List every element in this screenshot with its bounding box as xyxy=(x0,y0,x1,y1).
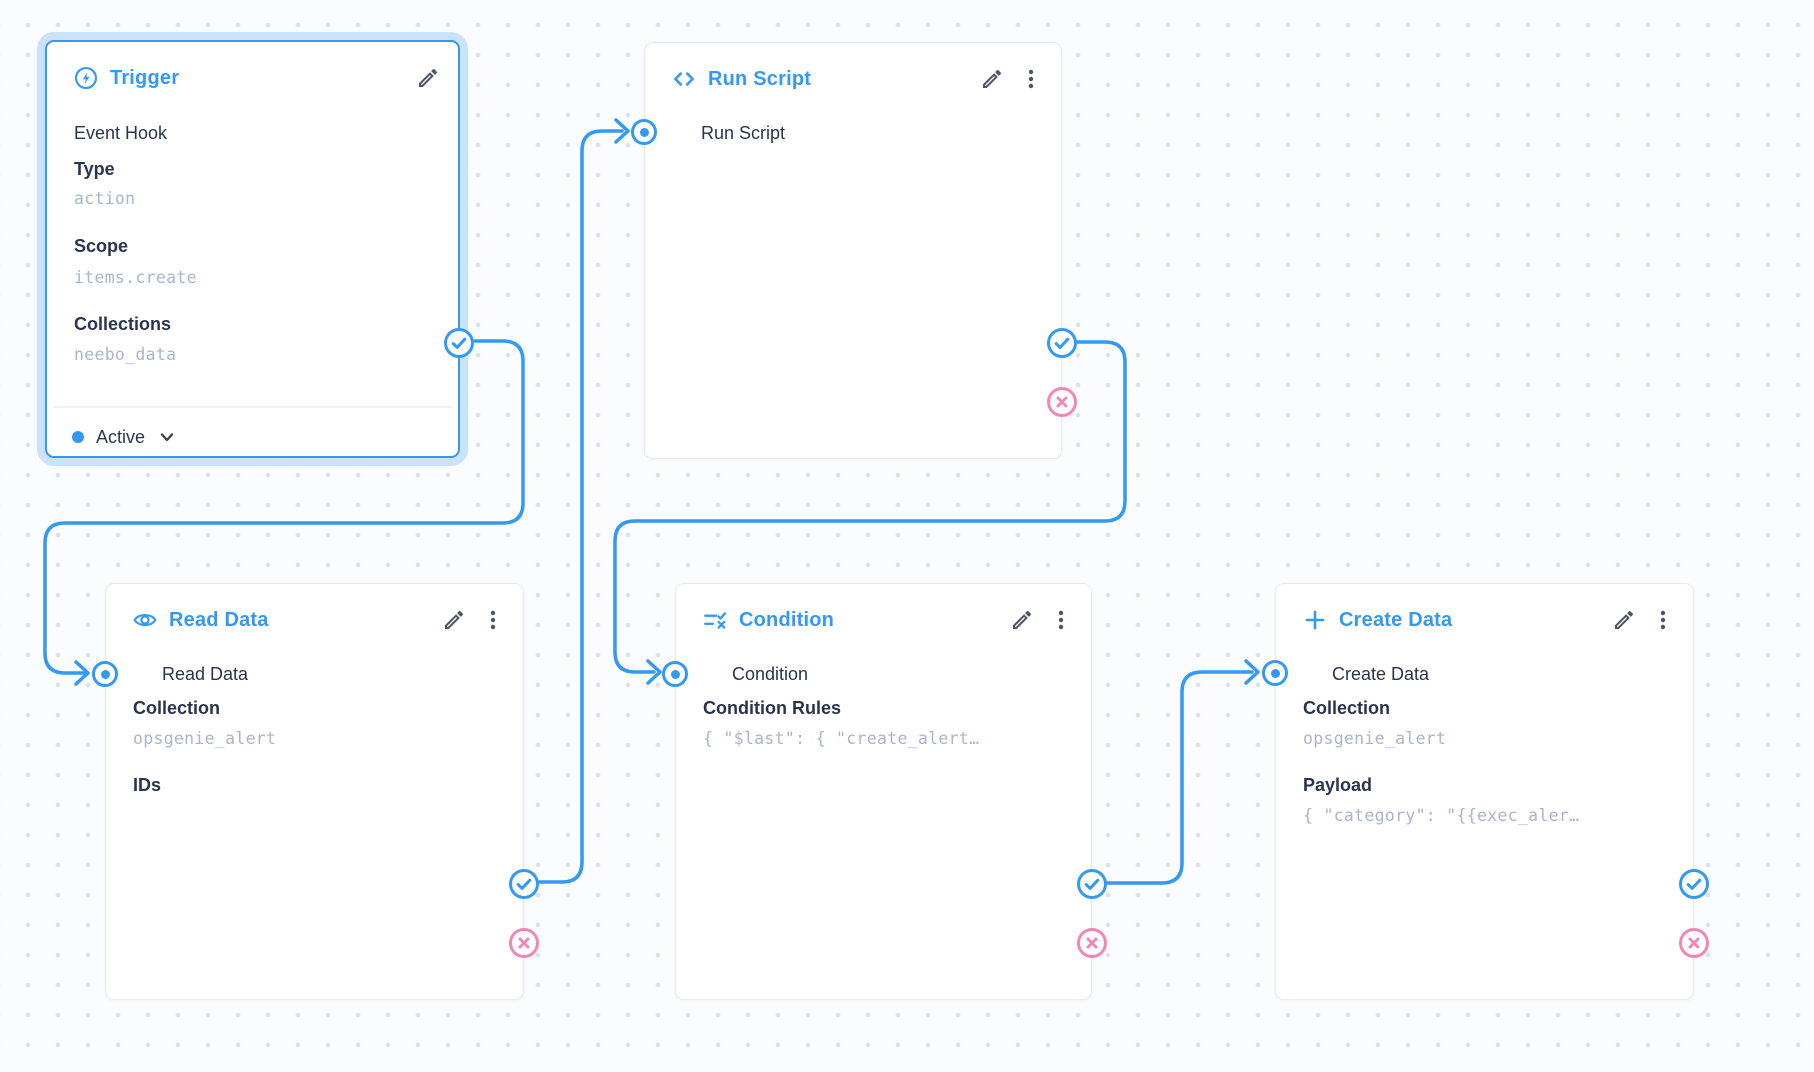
field-label-collections: Collections xyxy=(74,314,172,334)
kebab-menu-icon xyxy=(1058,610,1064,630)
x-icon xyxy=(518,937,530,949)
status-toggle[interactable]: Active xyxy=(72,425,177,449)
operation-label: Read Data xyxy=(162,664,249,684)
field-label-type: Type xyxy=(74,159,115,179)
condition-reject-port[interactable] xyxy=(1077,928,1107,958)
pencil-icon xyxy=(445,611,464,629)
node-create-data[interactable]: Create Data Create Data Collection opsge… xyxy=(1262,583,1709,1000)
field-value-payload: { "category": "{{exec_aler… xyxy=(1303,806,1580,825)
status-dot-icon xyxy=(72,431,84,443)
node-title: Condition xyxy=(739,609,835,631)
field-label-ids: IDs xyxy=(133,775,162,795)
wire-run-script-to-condition-arrow xyxy=(646,659,662,685)
trigger-resolve-port[interactable] xyxy=(444,328,474,358)
node-title: Create Data xyxy=(1339,609,1453,631)
more-options-button[interactable] xyxy=(1047,606,1075,634)
read-data-resolve-port[interactable] xyxy=(509,869,539,899)
check-icon xyxy=(1084,878,1100,890)
field-value-collection: opsgenie_alert xyxy=(1303,729,1447,748)
create-data-reject-port[interactable] xyxy=(1679,928,1709,958)
bolt-circle-icon xyxy=(73,65,99,91)
field-label-scope: Scope xyxy=(74,236,129,256)
wire-trigger-to-read-data-arrow xyxy=(74,660,90,686)
node-title: Read Data xyxy=(169,609,269,631)
kebab-menu-icon xyxy=(1028,69,1034,89)
edit-button[interactable] xyxy=(1610,606,1638,634)
pencil-icon xyxy=(983,70,1002,88)
kebab-menu-icon xyxy=(490,610,496,630)
check-icon xyxy=(1054,337,1070,349)
run-script-resolve-port[interactable] xyxy=(1047,328,1077,358)
node-create-data-header: Create Data xyxy=(1302,604,1677,636)
node-trigger[interactable]: Trigger Event Hook Type action Scope ite… xyxy=(45,40,474,458)
run-script-input-port[interactable] xyxy=(631,119,657,145)
field-value-type: action xyxy=(74,189,136,208)
chevron-down-icon xyxy=(160,433,174,442)
field-label-collection: Collection xyxy=(133,698,221,718)
check-icon xyxy=(451,337,467,349)
operation-label: Run Script xyxy=(701,123,786,143)
node-read-data-header: Read Data xyxy=(132,604,507,636)
create-data-input-port[interactable] xyxy=(1262,660,1288,686)
wire-read-data-to-run-script-arrow xyxy=(614,118,630,144)
operation-label: Condition xyxy=(732,664,809,684)
field-label-payload: Payload xyxy=(1303,775,1373,795)
status-label: Active xyxy=(96,427,146,447)
field-value-scope: items.create xyxy=(74,268,197,287)
field-value-rules: { "$last": { "create_alert… xyxy=(703,729,980,748)
node-run-script[interactable]: Run Script Run Script xyxy=(631,42,1077,459)
field-value-collections: neebo_data xyxy=(74,345,177,364)
field-label-collection: Collection xyxy=(1303,698,1391,718)
read-data-input-port[interactable] xyxy=(92,661,118,687)
read-data-reject-port[interactable] xyxy=(509,928,539,958)
node-condition[interactable]: Condition Condition Condition Rules { "$… xyxy=(662,583,1107,1000)
code-icon xyxy=(671,66,697,92)
pencil-icon xyxy=(419,69,438,87)
x-icon xyxy=(1688,937,1700,949)
operation-label: Create Data xyxy=(1332,664,1430,684)
more-options-button[interactable] xyxy=(1017,65,1045,93)
wire-trigger-to-read-data xyxy=(43,339,525,675)
edit-button[interactable] xyxy=(414,64,442,92)
wire-condition-to-create-data-arrow xyxy=(1244,659,1260,685)
eye-icon xyxy=(132,607,158,633)
rules-icon xyxy=(702,607,728,633)
wire-run-script-to-condition xyxy=(613,340,1127,674)
condition-resolve-port[interactable] xyxy=(1077,869,1107,899)
condition-input-port[interactable] xyxy=(662,661,688,687)
edit-button[interactable] xyxy=(978,65,1006,93)
node-read-data[interactable]: Read Data Read Data Collection opsgenie_… xyxy=(92,583,539,1000)
run-script-reject-port[interactable] xyxy=(1047,387,1077,417)
node-title: Trigger xyxy=(110,67,180,89)
check-icon xyxy=(1686,878,1702,890)
node-trigger-header: Trigger xyxy=(73,62,442,94)
x-icon xyxy=(1086,937,1098,949)
check-icon xyxy=(516,878,532,890)
kebab-menu-icon xyxy=(1660,610,1666,630)
more-options-button[interactable] xyxy=(479,606,507,634)
plus-icon xyxy=(1302,607,1328,633)
trigger-type-text: Event Hook xyxy=(74,123,168,143)
field-label-rules: Condition Rules xyxy=(703,698,841,718)
pencil-icon xyxy=(1013,611,1032,629)
pencil-icon xyxy=(1615,611,1634,629)
node-title: Run Script xyxy=(708,68,812,90)
node-run-script-header: Run Script xyxy=(671,63,1045,95)
x-icon xyxy=(1056,396,1068,408)
wire-condition-to-create-data xyxy=(1106,670,1254,885)
node-condition-header: Condition xyxy=(702,604,1075,636)
field-value-collection: opsgenie_alert xyxy=(133,729,277,748)
edit-button[interactable] xyxy=(1008,606,1036,634)
wire-read-data-to-run-script xyxy=(537,129,624,884)
edit-button[interactable] xyxy=(440,606,468,634)
more-options-button[interactable] xyxy=(1649,606,1677,634)
status-divider xyxy=(53,406,452,408)
create-data-resolve-port[interactable] xyxy=(1679,869,1709,899)
